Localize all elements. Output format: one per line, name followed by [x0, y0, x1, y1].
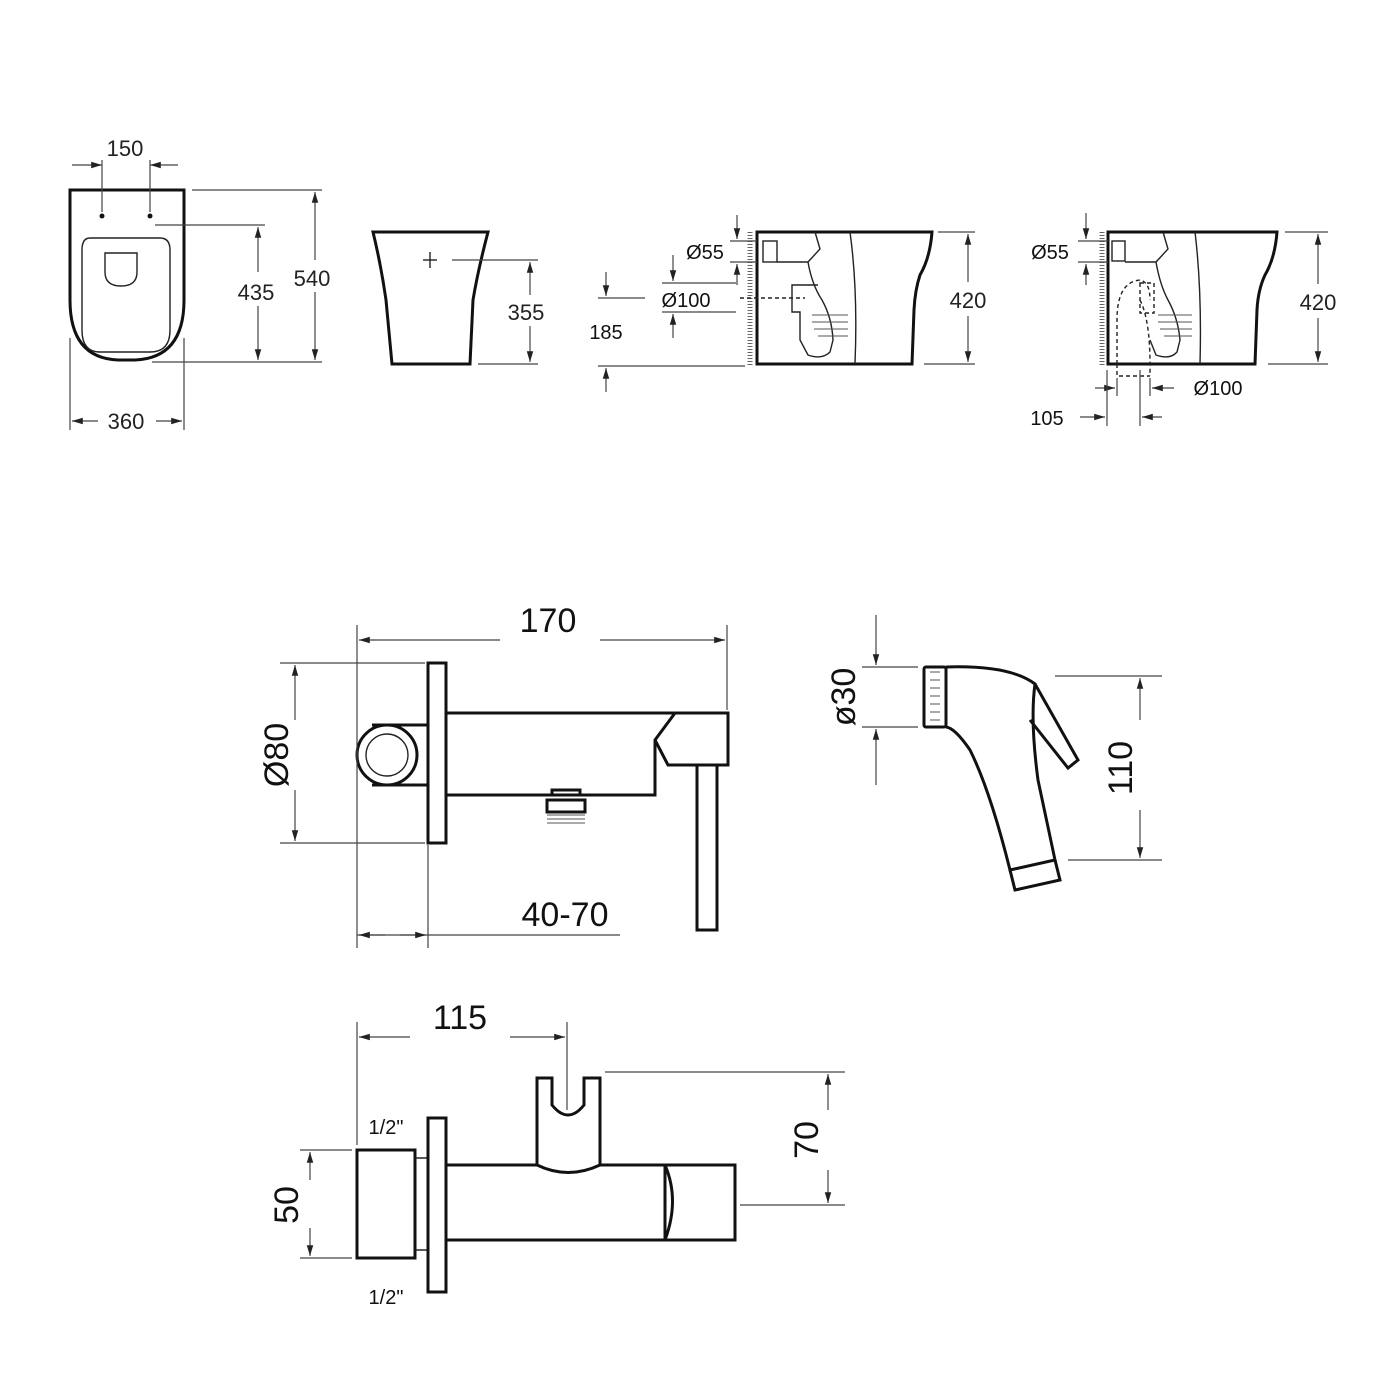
dim-label-o55: Ø55 — [686, 242, 724, 264]
floor-outlet-hidden — [1116, 279, 1151, 377]
dim-label-70: 70 — [788, 1121, 826, 1159]
dim-170: 170 — [356, 602, 728, 948]
dim-o55-2: Ø55 — [1031, 213, 1108, 285]
dim-50: 50 — [268, 1149, 352, 1259]
sprayer-trigger — [1028, 683, 1080, 771]
dim-label-o30: ø30 — [825, 668, 863, 727]
dim-105: 105 — [1030, 370, 1162, 430]
sprayer-body — [945, 665, 1057, 872]
sprayer-hose-connector — [1008, 859, 1062, 892]
dim-o30: ø30 — [825, 615, 918, 785]
inlet-connector — [415, 1157, 428, 1251]
dim-label-355: 355 — [508, 300, 545, 325]
dim-o100-1: Ø100 — [662, 255, 736, 338]
trap-path — [777, 231, 834, 358]
inlet-connector — [762, 240, 778, 263]
hand-sprayer: ø30 110 — [825, 615, 1162, 892]
hose-holder — [535, 1076, 602, 1174]
thread-label-bottom: 1/2" — [369, 1287, 404, 1309]
sprayer-head-grip — [930, 671, 940, 721]
front-outline — [371, 230, 490, 366]
inlet-block — [355, 1148, 417, 1260]
dim-label-o100: Ø100 — [1194, 378, 1243, 400]
dim-o80: Ø80 — [258, 662, 425, 844]
dim-label-170: 170 — [520, 602, 577, 640]
lid-cutout — [104, 252, 138, 287]
dim-label-435: 435 — [238, 280, 275, 305]
dim-360: 360 — [69, 338, 185, 434]
dim-420-1: 420 — [924, 231, 987, 365]
wall-flange — [426, 661, 448, 845]
dim-70: 70 — [605, 1071, 845, 1206]
toilet-seat — [81, 237, 171, 353]
dim-label-o100: Ø100 — [662, 290, 711, 312]
lever-block — [662, 1163, 737, 1242]
toilet-side-view-wall-outlet: Ø55 Ø100 185 420 — [589, 215, 986, 392]
dim-435: 435 — [155, 224, 275, 360]
outlet-nut — [545, 788, 587, 814]
toilet-front-view: 355 — [371, 230, 545, 366]
trap-path — [1125, 231, 1181, 358]
dim-label-110: 110 — [1102, 741, 1140, 795]
wall-flange — [426, 1116, 448, 1294]
bidet-valve-side-view: 170 Ø80 40-70 — [258, 602, 730, 948]
sprayer-head — [922, 665, 948, 729]
valve-body — [446, 1163, 665, 1242]
dim-label-420: 420 — [1300, 290, 1337, 315]
thread-label-top: 1/2" — [369, 1117, 404, 1139]
lever-block — [653, 711, 730, 767]
water-level — [812, 314, 848, 337]
dim-label-420: 420 — [950, 288, 987, 313]
valve-body — [446, 711, 678, 797]
inlet-connector — [1111, 240, 1126, 262]
cartridge-body — [372, 723, 428, 787]
dim-label-540: 540 — [294, 266, 331, 291]
seat-hole-left — [99, 213, 105, 219]
rim-line — [849, 231, 857, 365]
dim-label-185: 185 — [589, 322, 622, 344]
dim-o55-1: Ø55 — [686, 215, 757, 285]
lever-handle — [695, 763, 719, 932]
dim-label-360: 360 — [108, 409, 145, 434]
dim-185: 185 — [589, 272, 745, 392]
dim-o100-2: Ø100 — [1095, 378, 1242, 400]
dim-540: 540 — [152, 189, 331, 363]
outlet-connector-hidden — [1139, 282, 1155, 314]
dim-355: 355 — [452, 259, 545, 365]
dim-label-150: 150 — [107, 136, 144, 161]
dim-40-70: 40-70 — [357, 845, 620, 948]
dim-420-2: 420 — [1268, 231, 1337, 365]
dim-label-40-70: 40-70 — [522, 896, 609, 934]
toilet-outline — [68, 188, 186, 362]
rim-line — [1194, 231, 1202, 365]
dim-label-o80: Ø80 — [258, 723, 296, 787]
dim-label-105: 105 — [1030, 408, 1063, 430]
seat-hole-right — [147, 213, 153, 219]
dim-label-115: 115 — [433, 999, 487, 1037]
water-level — [1158, 314, 1192, 337]
side-outline — [755, 230, 934, 366]
dim-150: 150 — [72, 136, 178, 212]
dim-110: 110 — [1055, 675, 1162, 861]
outlet-thread — [547, 814, 585, 824]
toilet-side-view-floor-outlet: Ø55 420 Ø100 105 — [1030, 213, 1336, 430]
inlet-cross-icon — [423, 252, 437, 268]
dim-115: 115 — [356, 999, 568, 1145]
valve-cartridge-inner — [365, 733, 409, 777]
dim-label-50: 50 — [268, 1186, 306, 1224]
bidet-valve-with-holder: 115 70 50 1/2" 1/2" — [268, 999, 845, 1309]
side-outline — [1106, 230, 1279, 366]
dim-label-o55: Ø55 — [1031, 242, 1069, 264]
toilet-top-view: 150 540 435 360 — [68, 136, 331, 434]
